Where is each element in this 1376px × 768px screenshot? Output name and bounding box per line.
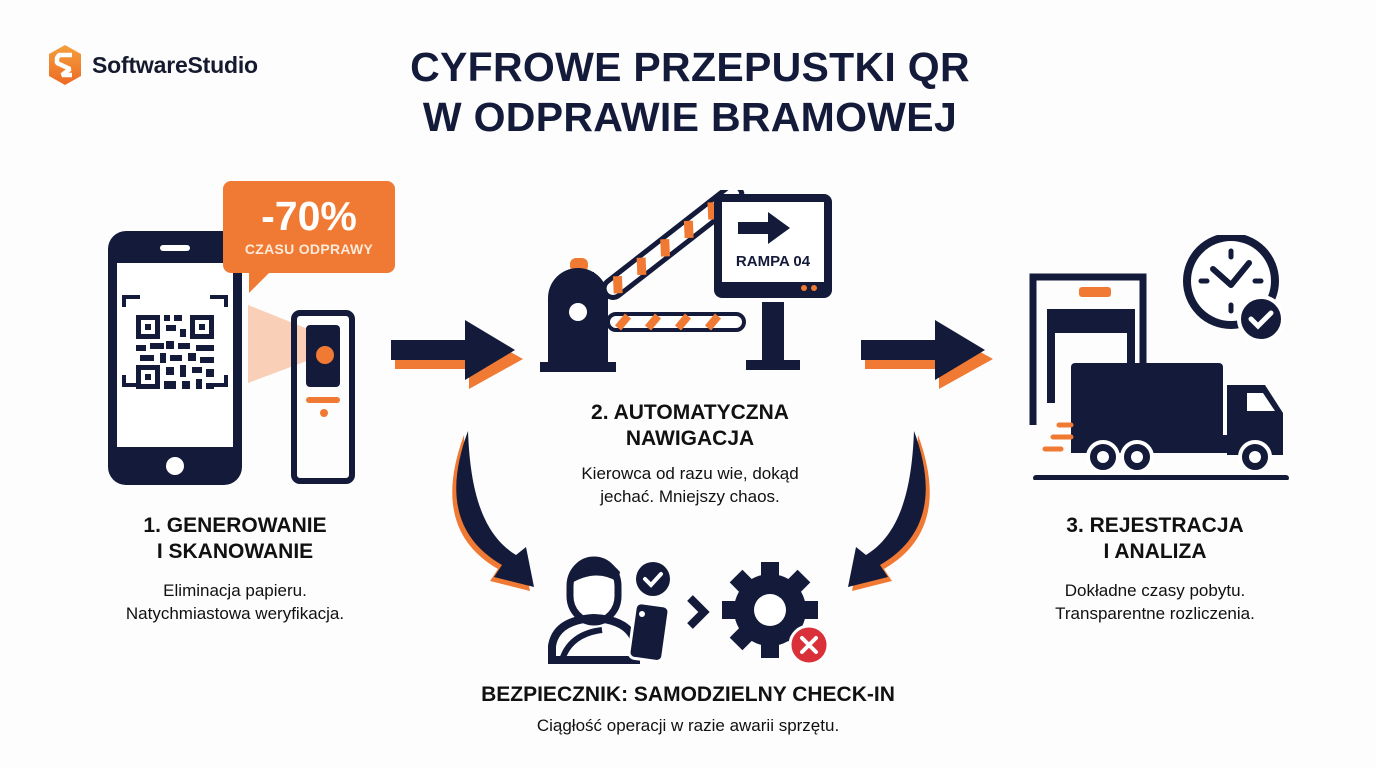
step-3-title-2: I ANALIZA — [1103, 540, 1207, 563]
step-1-desc: Eliminacja papieru. — [163, 581, 307, 600]
step-3-title: 3. REJESTRACJA — [1066, 514, 1244, 537]
step-2-desc-2: jechać. Mniejszy chaos. — [600, 487, 780, 506]
step-3-desc-2: Transparentne rozliczenia. — [1055, 604, 1255, 623]
step3-illustration — [1029, 235, 1289, 480]
chevron-right-icon — [687, 595, 710, 629]
arrow-right-icon — [391, 320, 523, 389]
arrow-right-icon — [861, 320, 993, 389]
scanner-icon — [291, 310, 355, 484]
step-1-title: 1. GENEROWANIE — [143, 514, 327, 537]
step-2-title: 2. AUTOMATYCZNA — [591, 401, 789, 424]
page-title: CYFROWE PRZEPUSTKI QR W ODPRAWIE BRAMOWE… — [300, 42, 1080, 142]
step-2-title-2: NAWIGACJA — [625, 427, 755, 450]
loading-dock-icon — [1029, 273, 1147, 425]
gear-error-icon — [722, 562, 830, 666]
step-1-title-2: I SKANOWANIE — [156, 540, 314, 563]
time-saving-badge: -70% CZASU ODPRAWY — [223, 181, 395, 293]
smartphone-qr-icon — [108, 231, 242, 485]
driver-phone-check-icon — [548, 556, 671, 664]
step-3-desc: Dokładne czasy pobytu. — [1064, 581, 1246, 600]
step-2: 2. AUTOMATYCZNA NAWIGACJA Kierowca od raz… — [535, 400, 845, 508]
title-line-1: CYFROWE PRZEPUSTKI QR — [410, 44, 970, 90]
badge-label: CZASU ODPRAWY — [244, 241, 374, 257]
title-line-2: W ODPRAWIE BRAMOWEJ — [422, 94, 958, 140]
step-3: 3. REJESTRACJA I ANALIZA Dokładne czasy p… — [1000, 513, 1310, 625]
truck-icon — [1033, 363, 1289, 480]
scan-beam — [248, 305, 328, 383]
fallback-section: BEZPIECZNIK: SAMODZIELNY CHECK-IN Ciągło… — [388, 682, 988, 737]
brand-logo: SoftwareStudio — [48, 44, 258, 86]
curved-arrow-down-right-icon — [452, 431, 534, 591]
brand-name: SoftwareStudio — [92, 51, 258, 78]
clock-check-icon — [1183, 235, 1285, 343]
fallback-desc: Ciągłość operacji w razie awarii sprzętu… — [536, 716, 840, 735]
step1-illustration — [108, 231, 355, 485]
step-1: 1. GENEROWANIE I SKANOWANIE Eliminacja pa… — [80, 513, 390, 625]
direction-sign-icon: RAMPA 04 — [714, 194, 832, 370]
step2-illustration: RAMPA 04 — [540, 190, 832, 372]
sign-text: RAMPA 04 — [736, 253, 811, 270]
fallback-title: BEZPIECZNIK: SAMODZIELNY CHECK-IN — [481, 683, 895, 706]
step-1-desc-2: Natychmiastowa weryfikacja. — [125, 604, 345, 623]
fallback-illustration — [548, 556, 830, 666]
barrier-gate-icon — [540, 190, 746, 372]
hexagon-s-logo-icon — [49, 45, 81, 85]
curved-arrow-down-left-icon — [848, 431, 930, 591]
step-2-desc: Kierowca od razu wie, dokąd — [581, 464, 799, 483]
badge-value: -70% — [261, 193, 357, 239]
